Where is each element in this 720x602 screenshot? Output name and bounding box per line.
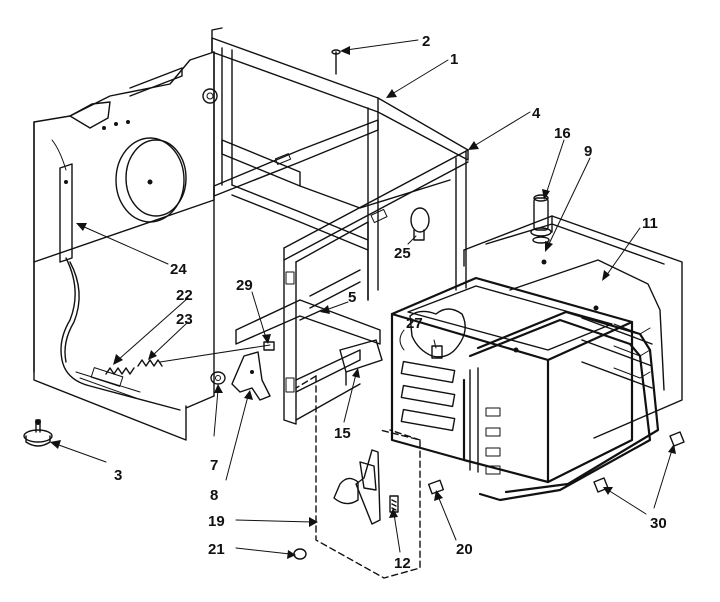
leader-lines — [50, 39, 676, 559]
callout-3: 3 — [114, 467, 122, 484]
light-socket — [410, 207, 430, 241]
callout-1: 1 — [450, 51, 458, 68]
callout-5: 5 — [348, 289, 356, 306]
callout-8: 8 — [210, 487, 218, 504]
vent-tube — [530, 194, 552, 244]
leveling-foot — [23, 419, 53, 447]
callout-20: 20 — [456, 541, 473, 558]
callout-25: 25 — [394, 245, 411, 262]
latch-assembly-box — [295, 375, 421, 579]
oven-cavity — [390, 215, 683, 502]
callout-29: 29 — [236, 277, 253, 294]
pin-part-5 — [299, 309, 323, 321]
screw-part-20 — [427, 479, 445, 495]
latch-spring — [263, 341, 275, 351]
rear-frame — [211, 27, 469, 301]
callout-16: 16 — [554, 125, 571, 142]
callout-24: 24 — [170, 261, 187, 278]
callout-4: 4 — [532, 105, 541, 122]
callout-12: 12 — [394, 555, 411, 572]
springs — [105, 344, 271, 375]
callout-labels: 2 1 4 16 9 11 24 25 29 22 5 23 27 15 3 7… — [114, 33, 667, 572]
callout-27: 27 — [406, 315, 423, 332]
callout-19: 19 — [208, 513, 225, 530]
callout-2: 2 — [422, 33, 430, 50]
washer-part-21 — [293, 548, 307, 560]
left-side-panel — [33, 51, 218, 441]
front-frame — [235, 149, 469, 425]
callout-11: 11 — [642, 215, 658, 232]
callout-15: 15 — [334, 425, 351, 442]
callout-7: 7 — [210, 457, 218, 474]
nut-part-7 — [210, 371, 226, 385]
screw-part-2 — [331, 49, 341, 75]
callout-30: 30 — [650, 515, 667, 532]
callout-9: 9 — [584, 143, 592, 160]
callout-23: 23 — [176, 311, 193, 328]
latch-part-8 — [231, 351, 271, 401]
callout-22: 22 — [176, 287, 193, 304]
callout-21: 21 — [208, 541, 225, 558]
